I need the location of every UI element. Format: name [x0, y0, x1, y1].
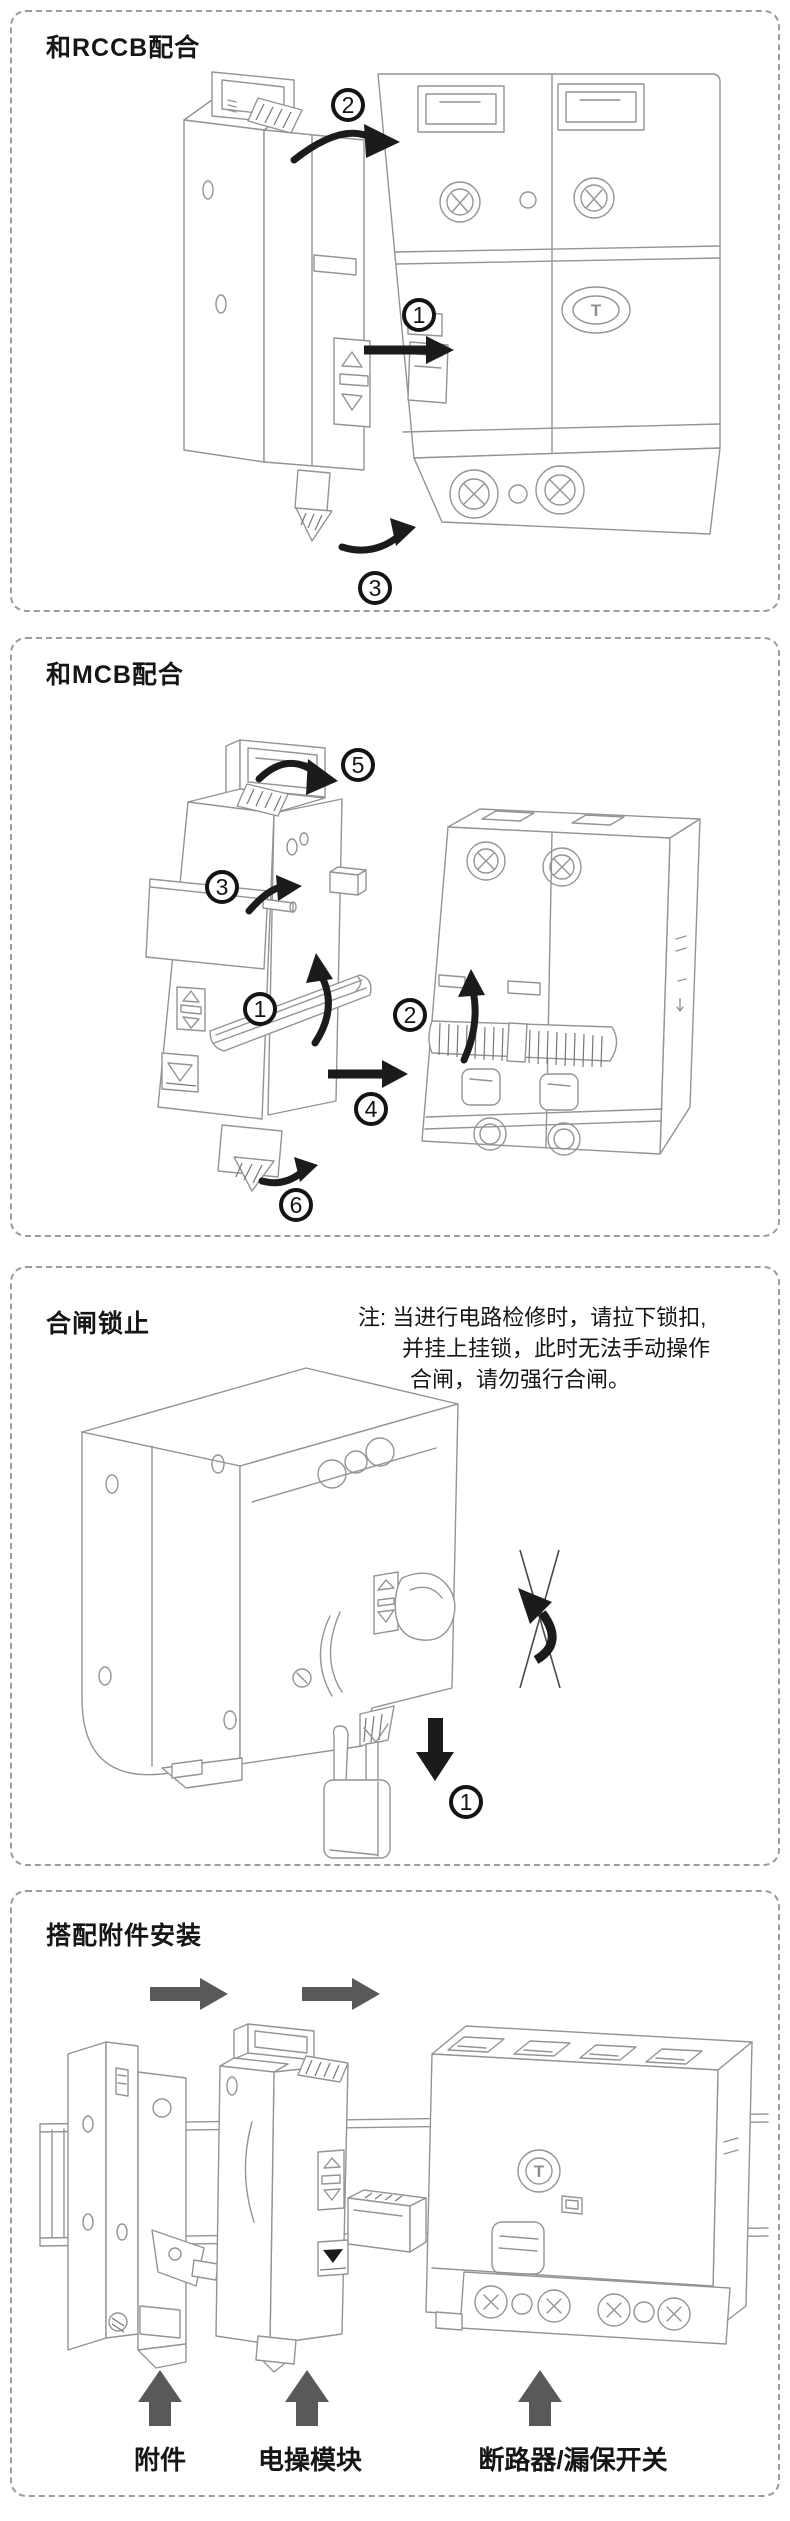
right-arrow-1 — [150, 1978, 228, 2010]
step-badge-1: 1 — [402, 298, 436, 332]
step-badge-2: 2 — [393, 998, 427, 1032]
step3-arrowhead — [390, 518, 416, 546]
slide-direction-arrows — [150, 1978, 380, 2010]
note-line-2: 并挂上挂锁，此时无法手动操作 — [402, 1336, 711, 1361]
breaker-drawing: T — [425, 2025, 753, 2345]
step3-arrowhead — [276, 875, 302, 901]
label-accessory: 附件 — [133, 2445, 187, 2475]
rccb-pairing-illustration: T — [183, 71, 721, 554]
step-arrows — [416, 1718, 454, 1781]
rccb-device-drawing: T — [377, 73, 721, 535]
step-badge-3: 3 — [358, 571, 392, 605]
step2-arrowhead — [364, 124, 400, 158]
step1-down-arrowhead — [416, 1752, 454, 1781]
label-motor-module: 电操模块 — [257, 2445, 363, 2475]
rcbo-module-drawing — [145, 739, 372, 1192]
step3-curved-arrow — [338, 531, 404, 554]
panel-title: 合闸锁止 — [46, 1310, 151, 1338]
mcb-device-drawing — [421, 808, 701, 1156]
panel-rccb-pairing: 和RCCB配合 — [10, 10, 780, 612]
breaker-with-padlock-drawing — [81, 1367, 459, 1859]
up-arrow-breaker — [518, 2370, 562, 2426]
panel-title: 和RCCB配合 — [46, 34, 201, 62]
step-arrows — [245, 759, 485, 1187]
step4-arrowhead — [382, 1060, 408, 1088]
no-manual-closing-symbol — [518, 1549, 561, 1689]
up-arrow-module — [285, 2370, 329, 2426]
step-badge-4: 4 — [354, 1092, 388, 1126]
step-badge-6: 6 — [279, 1188, 313, 1222]
step-badge-5: 5 — [341, 748, 375, 782]
motor-module-drawing — [215, 2023, 427, 2373]
label-pointer-arrows — [138, 2370, 562, 2426]
step-badge-2: 2 — [331, 88, 365, 122]
panel-accessory-installation: 搭配附件安装 — [10, 1890, 780, 2497]
up-arrow-accessory — [138, 2370, 182, 2426]
step1-arrowhead — [426, 336, 454, 364]
note-line-1: 注: 当进行电路检修时，请拉下锁扣, — [358, 1305, 707, 1330]
step2-arrowhead — [458, 969, 485, 997]
test-button-letter: T — [534, 2162, 545, 2181]
step5-arrowhead — [306, 759, 338, 795]
panel-mcb-pairing: 和MCB配合 — [10, 637, 780, 1237]
mcb-pairing-illustration — [145, 739, 701, 1192]
label-breaker: 断路器/漏保开关 — [478, 2445, 668, 2475]
step-badge-1: 1 — [449, 1785, 483, 1819]
accessory-installation-illustration: T — [39, 1978, 769, 2426]
step-badge-1: 1 — [243, 992, 277, 1026]
panel-closing-lockout: 合闸锁止 注: 当进行电路检修时，请拉下锁扣, 并挂上挂锁，此时无法手动操作 合… — [10, 1266, 780, 1866]
test-button-letter: T — [591, 301, 602, 320]
step6-arrowhead — [294, 1157, 318, 1182]
right-arrow-2 — [302, 1978, 380, 2010]
step-arrows — [290, 124, 454, 554]
accessory-drawing — [67, 2041, 219, 2369]
lockout-illustration — [81, 1367, 561, 1859]
rcbo-module-drawing — [183, 71, 371, 542]
lockout-note: 注: 当进行电路检修时，请拉下锁扣, 并挂上挂锁，此时无法手动操作 合闸，请勿强… — [358, 1302, 768, 1395]
step1-down-arrow-shaft — [428, 1718, 443, 1754]
panel-title: 搭配附件安装 — [46, 1922, 203, 1950]
step1-arrowhead — [306, 953, 333, 983]
step-badge-3: 3 — [205, 870, 239, 904]
note-line-3: 合闸，请勿强行合闸。 — [410, 1367, 631, 1392]
panel-title: 和MCB配合 — [46, 661, 184, 689]
step2-curved-arrow — [460, 987, 479, 1064]
